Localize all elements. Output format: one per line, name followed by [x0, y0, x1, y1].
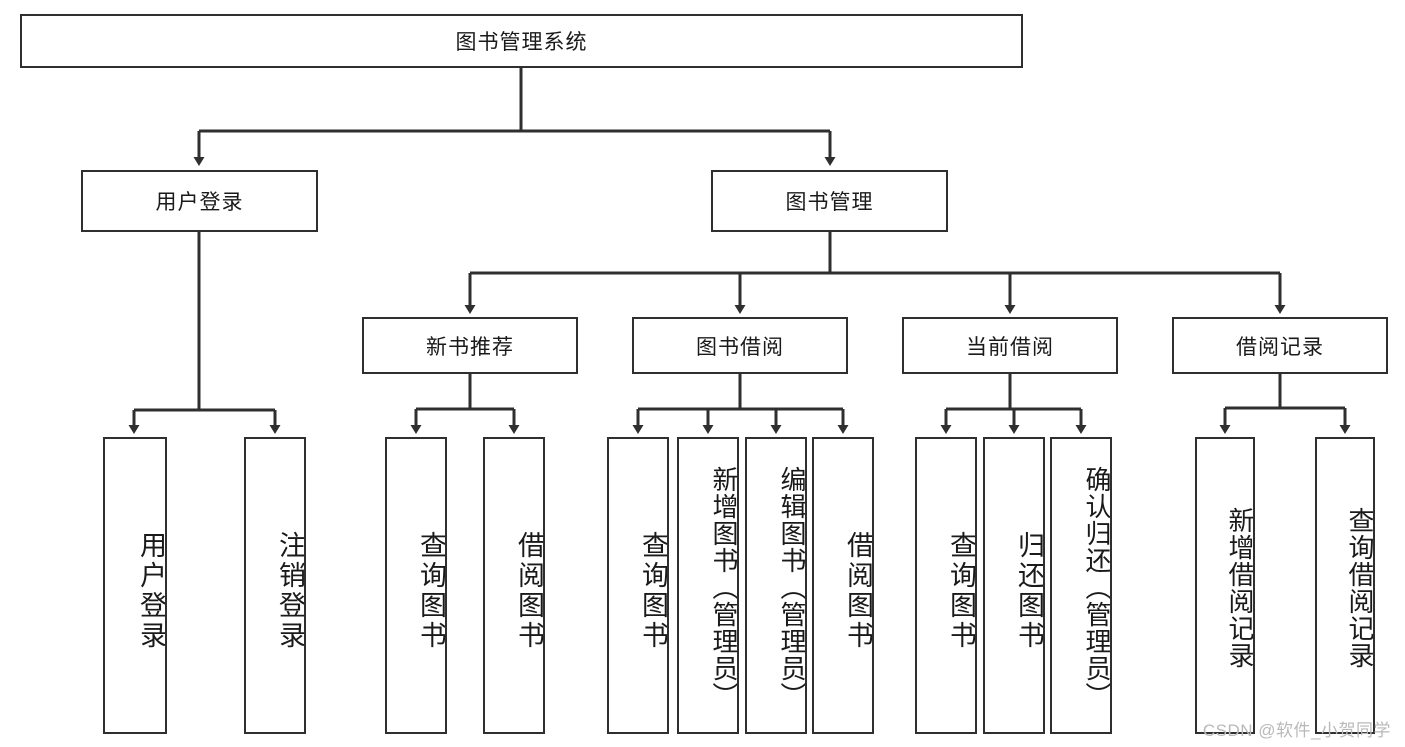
leaf-label: 归还图书: [1014, 530, 1044, 651]
leaf-label: 编辑图书（管理员）: [777, 466, 807, 709]
node-borrow-record-label: 借阅记录: [1236, 335, 1324, 359]
leaf-node[interactable]: 新增图书（管理员）: [677, 437, 739, 734]
node-new-book-recommend-label: 新书推荐: [426, 335, 514, 359]
leaf-node[interactable]: 查询借阅记录: [1315, 437, 1375, 734]
leaf-label: 注销登录: [275, 530, 305, 651]
node-current-borrow[interactable]: 当前借阅: [902, 317, 1118, 374]
leaf-label: 借阅图书: [514, 530, 544, 651]
node-current-borrow-label: 当前借阅: [966, 335, 1054, 359]
node-book-borrow[interactable]: 图书借阅: [632, 317, 848, 374]
leaf-node[interactable]: 查询图书: [385, 437, 447, 734]
leaf-label: 用户登录: [136, 530, 166, 651]
node-new-book-recommend[interactable]: 新书推荐: [362, 317, 578, 374]
leaf-node[interactable]: 查询图书: [607, 437, 669, 734]
node-root-label: 图书管理系统: [455, 31, 588, 54]
leaf-label: 查询图书: [416, 530, 446, 651]
leaf-label: 新增图书（管理员）: [709, 466, 739, 709]
leaf-label: 查询图书: [638, 530, 668, 651]
watermark: CSDN @软件_小贺同学: [1202, 721, 1391, 740]
leaf-node[interactable]: 编辑图书（管理员）: [745, 437, 807, 734]
leaf-node[interactable]: 用户登录: [103, 437, 167, 734]
leaf-node[interactable]: 注销登录: [244, 437, 306, 734]
node-root[interactable]: 图书管理系统: [20, 14, 1023, 68]
leaf-node[interactable]: 借阅图书: [812, 437, 874, 734]
leaf-label: 新增借阅记录: [1225, 506, 1255, 669]
leaf-label: 借阅图书: [843, 530, 873, 651]
leaf-node[interactable]: 借阅图书: [483, 437, 545, 734]
leaf-node[interactable]: 新增借阅记录: [1195, 437, 1255, 734]
leaf-label: 确认归还（管理员）: [1082, 466, 1112, 709]
node-user-login-label: 用户登录: [155, 191, 244, 214]
leaf-node[interactable]: 归还图书: [983, 437, 1045, 734]
leaf-label: 查询图书: [946, 530, 976, 651]
leaf-node[interactable]: 确认归还（管理员）: [1050, 437, 1112, 734]
node-book-management[interactable]: 图书管理: [711, 170, 948, 232]
leaf-node[interactable]: 查询图书: [915, 437, 977, 734]
leaf-label: 查询借阅记录: [1345, 506, 1375, 669]
node-book-borrow-label: 图书借阅: [696, 335, 784, 359]
node-book-management-label: 图书管理: [785, 191, 874, 214]
node-user-login[interactable]: 用户登录: [81, 170, 318, 232]
node-borrow-record[interactable]: 借阅记录: [1172, 317, 1388, 374]
